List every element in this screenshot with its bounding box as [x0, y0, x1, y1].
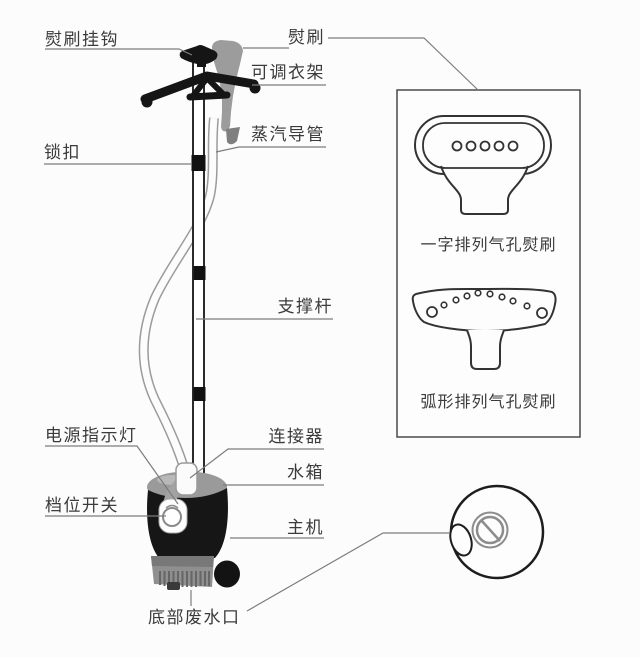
detail-box: [396, 89, 581, 438]
label-brush: 熨刷: [288, 28, 325, 47]
label-water-tank: 水箱: [287, 463, 324, 482]
label-connector: 连接器: [268, 427, 324, 446]
label-gear-switch: 档位开关: [45, 496, 119, 515]
arc-holes-brush-figure: [411, 287, 557, 370]
label-steam-hose: 蒸汽导管: [251, 125, 325, 144]
steam-brush-part: [212, 40, 243, 145]
label-brush-hook: 熨刷挂钩: [45, 30, 119, 49]
label-lock-buckle: 锁扣: [44, 143, 81, 162]
label-adjustable-hanger: 可调衣架: [251, 63, 325, 82]
leader-lines: [44, 37, 479, 612]
steam-hose-part: [138, 117, 219, 470]
brush-hook-part: [179, 45, 218, 67]
line-holes-brush-figure: [414, 115, 552, 215]
lock-buckle-part: [191, 155, 206, 401]
drain-detail-figure: [449, 484, 545, 580]
caption-arc-holes-brush: 弧形排列气孔熨刷: [420, 394, 557, 411]
label-support-pole: 支撑杆: [277, 297, 333, 316]
label-bottom-drain: 底部废水口: [148, 608, 241, 627]
label-power-indicator: 电源指示灯: [45, 426, 138, 445]
caption-line-holes-brush: 一字排列气孔熨刷: [420, 237, 557, 254]
wheel-part: [214, 560, 240, 588]
bottom-drain-part: [151, 556, 214, 590]
connector-part: [175, 462, 198, 496]
power-indicator-part: [165, 504, 179, 509]
gear-switch-part: [158, 498, 188, 534]
main-unit-part: [147, 462, 240, 590]
label-main-unit: 主机: [287, 518, 324, 537]
